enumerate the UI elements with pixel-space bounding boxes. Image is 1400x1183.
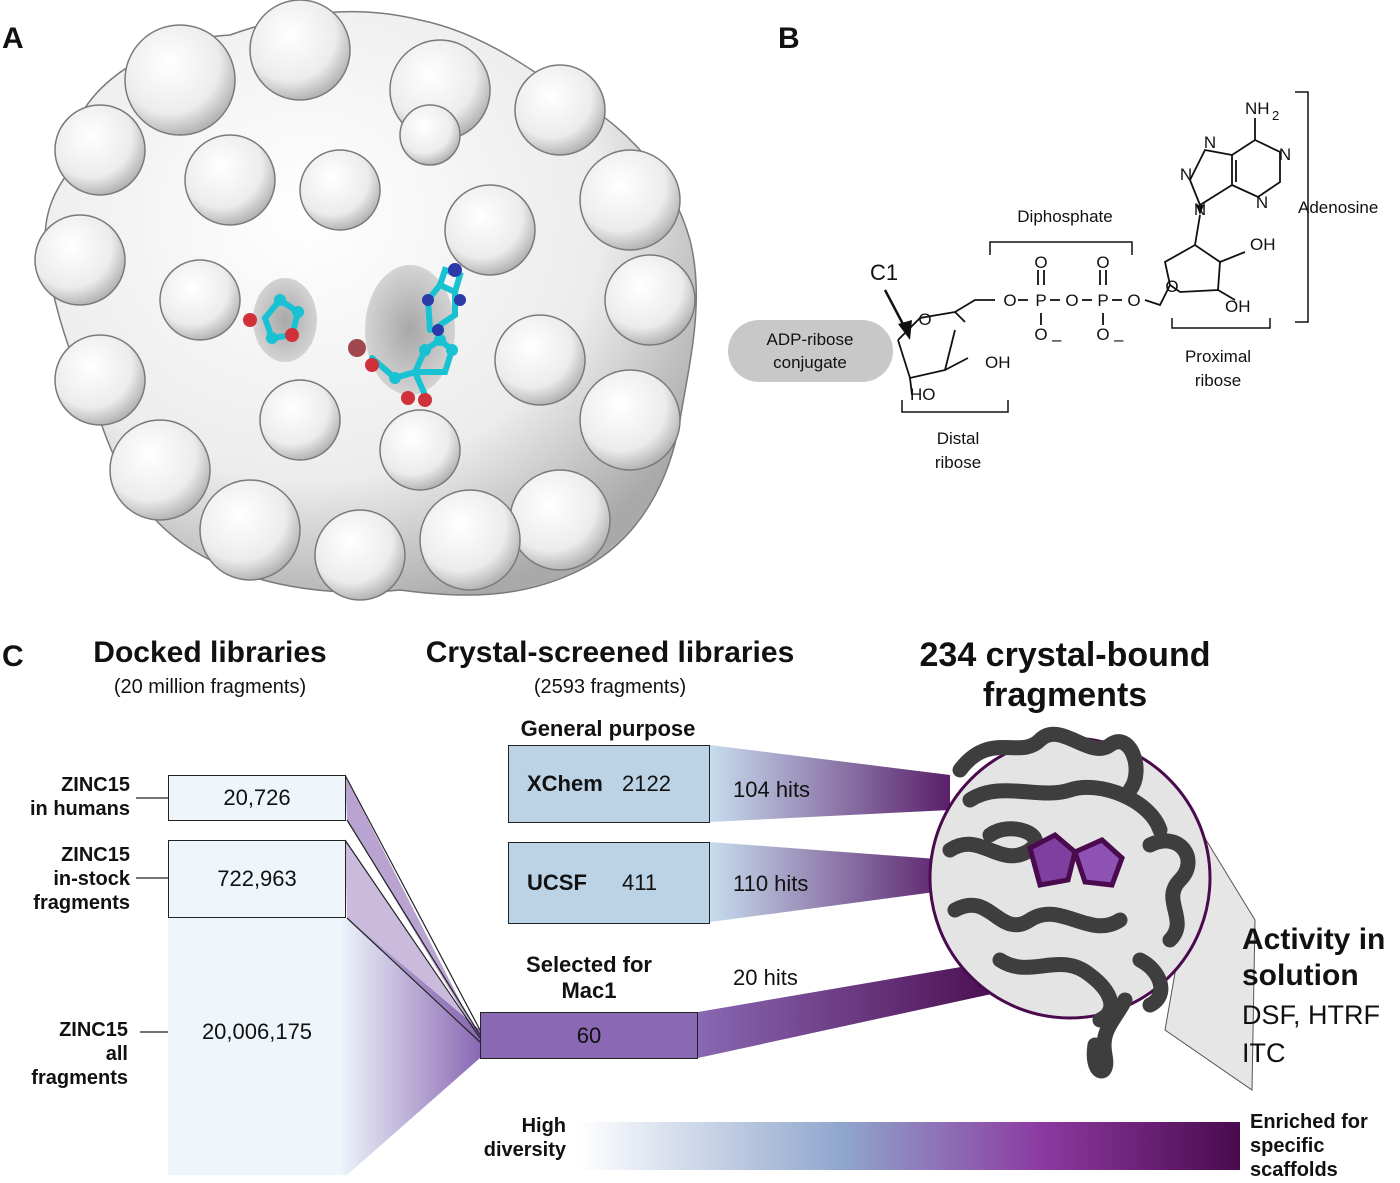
crystal-screened-subtitle: (2593 fragments) [533, 676, 687, 698]
svg-text:OH: OH [1250, 235, 1276, 254]
xchem-name: XChem [527, 771, 603, 796]
distal-ribose-label-1: Distal [937, 429, 980, 448]
zinc-humans-count: 20,726 [223, 785, 291, 810]
zinc-all-count: 20,006,175 [201, 1019, 313, 1044]
panel-letter-b: B [778, 22, 800, 55]
docked-funnel [168, 918, 480, 1175]
xchem-hits: 104 hits [733, 777, 811, 802]
bound-title-1: 234 crystal-bound [919, 636, 1211, 674]
activity-methods: DSF, HTRF ITC [1242, 1000, 1380, 1068]
bound-title-2: fragments [982, 676, 1148, 714]
panel-letter-a: A [2, 22, 24, 55]
protein-surface [34, 0, 698, 601]
mac1-box: 60 [480, 1012, 698, 1059]
crystal-screened-title: Crystal-screened libraries [425, 636, 795, 669]
svg-text:OH: OH [985, 353, 1011, 372]
panel-letter-c: C [2, 640, 24, 673]
diversity-scale-bar [578, 1122, 1240, 1170]
svg-text:O: O [1034, 253, 1047, 272]
svg-text:O: O [1034, 325, 1047, 344]
svg-text:O: O [1096, 325, 1109, 344]
zinc-instock-count: 722,963 [217, 866, 297, 891]
svg-text:HO: HO [910, 385, 936, 404]
svg-text:–: – [1052, 330, 1062, 349]
zinc-humans-box: 20,726 [168, 775, 346, 821]
diphosphate-label: Diphosphate [1017, 207, 1112, 226]
mac1-hits: 20 hits [733, 965, 798, 990]
svg-text:–: – [1114, 330, 1124, 349]
ucsf-box: UCSF 411 [508, 842, 710, 924]
zinc-all-label: ZINC15 all fragments [31, 1019, 128, 1089]
svg-text:P: P [1097, 291, 1108, 310]
adenosine-label: Adenosine [1298, 198, 1378, 217]
svg-text:N: N [1180, 165, 1192, 184]
proximal-ribose-label-2: ribose [1195, 371, 1241, 390]
binding-pocket [253, 265, 455, 395]
xchem-box: XChem 2122 [508, 745, 710, 823]
ucsf-count: 411 [622, 870, 658, 895]
zinc-humans-label: ZINC15 in humans [29, 774, 130, 820]
conjugate-pill [728, 320, 893, 382]
ucsf-name: UCSF [527, 870, 587, 895]
svg-text:O: O [1165, 277, 1178, 296]
conjugate-label-2: conjugate [773, 353, 847, 372]
selected-mac1-label: Selected for Mac1 [526, 952, 652, 1003]
svg-text:NH: NH [1245, 99, 1270, 118]
svg-text:OH: OH [1225, 297, 1251, 316]
general-purpose-label: General purpose [520, 716, 696, 741]
distal-ribose-label-2: ribose [935, 453, 981, 472]
svg-text:O: O [1003, 291, 1016, 310]
docked-subtitle: (20 million fragments) [113, 676, 307, 698]
svg-text:O: O [1065, 291, 1078, 310]
protein-cartoon-ribbons [942, 726, 1196, 1079]
xchem-count: 2122 [622, 771, 671, 796]
enriched-label: Enriched for specific scaffolds [1250, 1111, 1368, 1181]
docked-title: Docked libraries [93, 636, 327, 669]
ucsf-hits: 110 hits [733, 871, 809, 896]
svg-text:N: N [1256, 193, 1268, 212]
svg-text:O: O [1096, 253, 1109, 272]
zinc-instock-label: ZINC15 in-stock fragments [33, 844, 130, 914]
svg-text:P: P [1035, 291, 1046, 310]
high-diversity-label: High diversity [483, 1115, 566, 1161]
proximal-ribose-label-1: Proximal [1185, 347, 1251, 366]
zinc-instock-box: 722,963 [168, 840, 346, 918]
svg-text:O: O [918, 310, 931, 329]
fragment-ring-icon [1027, 832, 1125, 888]
svg-text:O: O [1127, 291, 1140, 310]
mac1-count: 60 [576, 1022, 602, 1048]
ligand-sticks [243, 263, 466, 407]
c1-label: C1 [870, 260, 898, 285]
svg-text:2: 2 [1272, 108, 1279, 123]
svg-text:N: N [1279, 145, 1291, 164]
activity-title: Activity in solution [1242, 923, 1386, 992]
svg-text:N: N [1204, 133, 1216, 152]
conjugate-label-1: ADP-ribose [767, 330, 854, 349]
molecule-bonds [897, 118, 1281, 396]
c1-arrow [883, 289, 907, 329]
region-brackets [901, 91, 1309, 413]
protein-cartoon-icon [928, 736, 1212, 1020]
svg-text:N: N [1194, 200, 1206, 219]
